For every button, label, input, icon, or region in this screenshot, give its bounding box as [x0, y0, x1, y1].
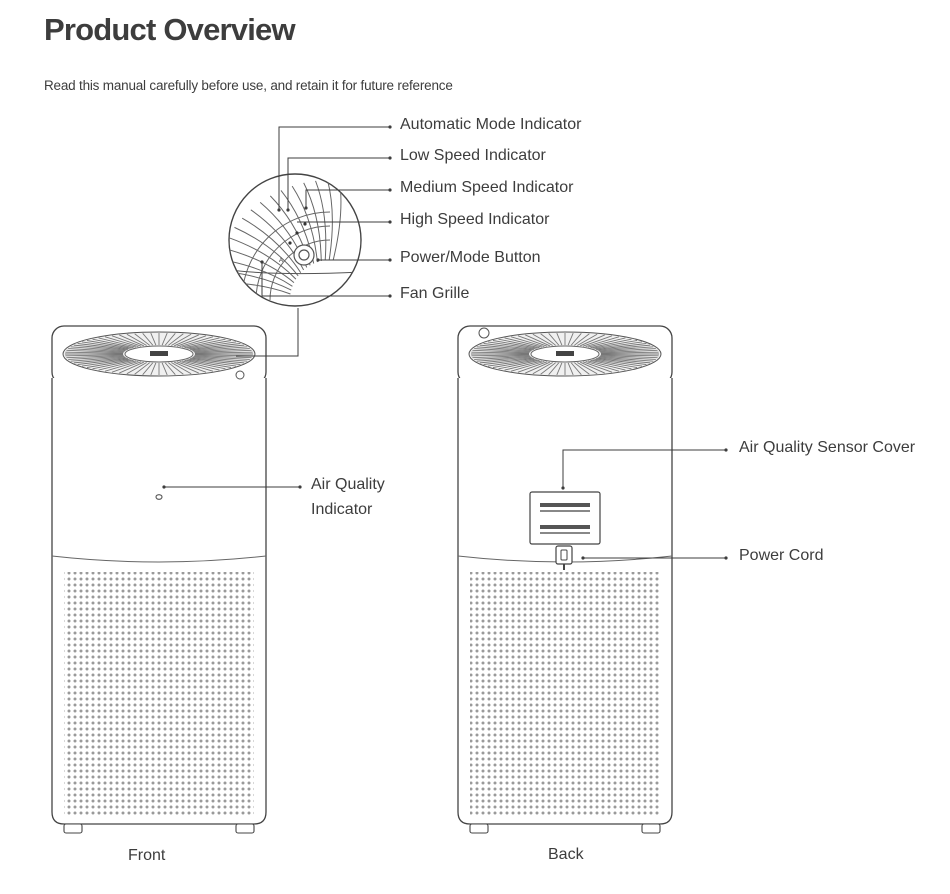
label-auto-mode-indicator: Automatic Mode Indicator	[400, 116, 582, 133]
svg-text:A: A	[279, 258, 283, 264]
label-power-mode-button: Power/Mode Button	[400, 249, 541, 266]
control-panel-zoom: A	[228, 173, 362, 307]
label-sensor-cover: Air Quality Sensor Cover	[739, 439, 916, 456]
label-high-speed-indicator: High Speed Indicator	[400, 211, 550, 228]
front-fan-grille	[62, 331, 256, 380]
leader-lines	[164, 126, 726, 559]
back-purifier	[457, 325, 673, 834]
front-purifier	[51, 325, 267, 834]
label-fan-grille: Fan Grille	[400, 285, 470, 302]
power-cord-socket	[555, 545, 573, 570]
back-fan-grille	[468, 327, 662, 377]
caption-back: Back	[548, 846, 584, 863]
sensor-cover	[529, 491, 601, 545]
page-title: Product Overview	[44, 12, 296, 47]
page-subtitle: Read this manual carefully before use, a…	[44, 78, 453, 93]
label-power-cord: Power Cord	[739, 547, 824, 564]
label-air-quality-line1: Air Quality	[311, 476, 385, 493]
label-air-quality-line2: Indicator	[311, 501, 373, 518]
caption-front: Front	[128, 847, 166, 864]
label-low-speed-indicator: Low Speed Indicator	[400, 147, 546, 164]
label-medium-speed-indicator: Medium Speed Indicator	[400, 179, 574, 196]
air-quality-led	[155, 494, 163, 500]
